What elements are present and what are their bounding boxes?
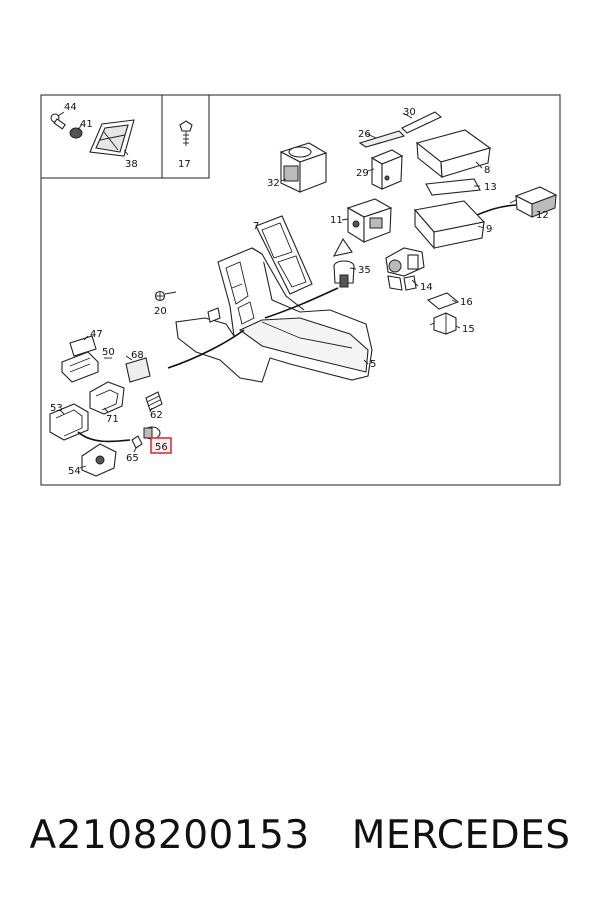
label-29: 29 <box>356 168 369 179</box>
label-12: 12 <box>536 210 549 221</box>
label-71: 71 <box>106 414 119 425</box>
part-switch-53 <box>49 403 89 441</box>
wire-68 <box>167 329 245 369</box>
part-bracket-15 <box>429 312 457 335</box>
part-pad-16 <box>426 292 460 310</box>
part-screw-44 <box>50 113 66 130</box>
part-trim-7 <box>255 215 313 295</box>
wire-35 <box>264 287 339 319</box>
part-switch-50 <box>61 351 99 383</box>
label-26: 26 <box>358 129 371 140</box>
part-tray-9 <box>413 200 486 250</box>
label-68: 68 <box>131 350 144 361</box>
highlight-box-56 <box>150 437 172 454</box>
label-5: 5 <box>370 359 376 370</box>
brand-name: MERCEDES <box>351 812 571 858</box>
label-44: 44 <box>64 102 77 113</box>
label-56: 56 <box>155 442 168 453</box>
label-20: 20 <box>154 306 167 317</box>
part-frame-38 <box>89 119 135 157</box>
part-holder-29 <box>370 149 404 190</box>
part-switch-20-mount <box>207 307 221 323</box>
part-pad-68 <box>125 357 151 383</box>
label-35: 35 <box>358 265 371 276</box>
part-spring-62 <box>145 391 163 411</box>
label-16: 16 <box>460 297 473 308</box>
part-plug-41 <box>69 127 83 139</box>
part-socket-12 <box>509 186 558 218</box>
part-switch-54 <box>81 443 117 477</box>
label-47: 47 <box>90 329 103 340</box>
label-54: 54 <box>68 466 81 477</box>
label-9: 9 <box>486 224 492 235</box>
part-switch-71 <box>89 381 125 415</box>
label-15: 15 <box>462 324 475 335</box>
inset-frame <box>40 94 210 179</box>
part-cupholder-32 <box>279 142 328 193</box>
label-17: 17 <box>178 159 191 170</box>
label-32: 32 <box>267 178 280 189</box>
part-console-5 <box>175 247 373 383</box>
label-30: 30 <box>403 107 416 118</box>
part-actuator-14 <box>385 247 425 291</box>
label-38: 38 <box>125 159 138 170</box>
part-clip-20 <box>154 290 177 302</box>
label-53: 53 <box>50 403 63 414</box>
label-7: 7 <box>253 221 259 232</box>
label-41: 41 <box>80 119 93 130</box>
leader-lines <box>57 111 485 469</box>
part-lid-8 <box>415 129 492 179</box>
part-strip-26 <box>358 130 406 148</box>
part-bulb-65 <box>131 435 143 449</box>
diagram-frame <box>40 94 561 486</box>
caption: A2108200153 MERCEDES <box>0 800 600 870</box>
label-50: 50 <box>102 347 115 358</box>
label-14: 14 <box>420 282 433 293</box>
label-8: 8 <box>484 165 490 176</box>
label-13: 13 <box>484 182 497 193</box>
part-bracket-11 <box>346 198 393 243</box>
wire-53 <box>77 431 131 443</box>
part-pad-13 <box>425 178 481 196</box>
part-ashtray-35 <box>332 237 355 288</box>
part-number: A2108200153 <box>29 812 310 858</box>
label-65: 65 <box>126 453 139 464</box>
parts-diagram: 44 41 38 17 30 26 32 29 8 13 12 9 7 11 3… <box>40 94 561 486</box>
part-screw-17 <box>179 120 193 146</box>
part-strip-30 <box>401 111 443 134</box>
label-62: 62 <box>150 410 163 421</box>
label-11: 11 <box>330 215 343 226</box>
part-pad-47 <box>69 335 97 357</box>
